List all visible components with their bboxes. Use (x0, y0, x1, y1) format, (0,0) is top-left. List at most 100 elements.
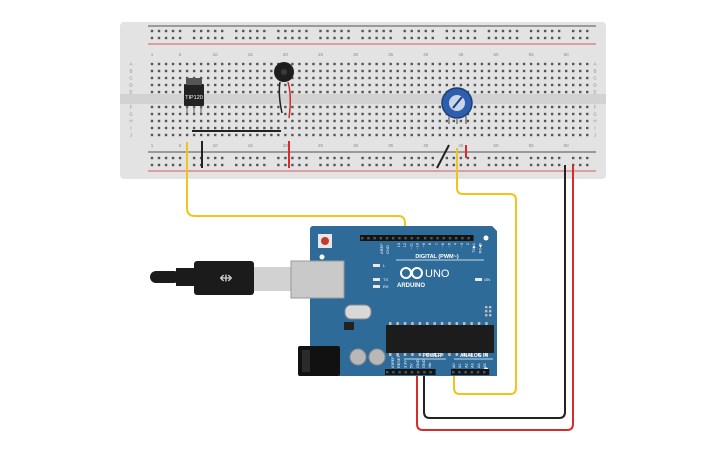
rail-hole[interactable] (213, 156, 217, 160)
breadboard-hole[interactable] (277, 126, 280, 130)
breadboard-hole[interactable] (424, 133, 427, 137)
breadboard-hole[interactable] (508, 126, 512, 130)
breadboard-hole[interactable] (438, 76, 442, 80)
breadboard-hole[interactable] (536, 126, 540, 130)
rail-hole[interactable] (452, 36, 456, 40)
breadboard-hole[interactable] (171, 90, 175, 94)
breadboard-hole[interactable] (522, 105, 526, 109)
rail-hole[interactable] (305, 163, 308, 167)
breadboard-hole[interactable] (389, 62, 392, 66)
breadboard-hole[interactable] (249, 112, 252, 116)
breadboard-hole[interactable] (375, 69, 378, 73)
breadboard-hole[interactable] (340, 112, 343, 116)
breadboard-hole[interactable] (354, 83, 357, 87)
breadboard-hole[interactable] (487, 62, 491, 66)
breadboard-hole[interactable] (298, 90, 301, 94)
breadboard-hole[interactable] (284, 112, 287, 116)
breadboard-hole[interactable] (305, 90, 308, 94)
breadboard-hole[interactable] (291, 133, 294, 137)
breadboard-hole[interactable] (319, 90, 322, 94)
breadboard-hole[interactable] (473, 105, 477, 109)
breadboard-hole[interactable] (459, 76, 463, 80)
rail-hole[interactable] (326, 163, 329, 167)
breadboard-hole[interactable] (277, 112, 280, 116)
rail-hole[interactable] (326, 29, 329, 33)
breadboard-hole[interactable] (586, 62, 589, 66)
breadboard-hole[interactable] (586, 105, 589, 109)
breadboard-hole[interactable] (206, 105, 210, 109)
power-header-pin[interactable] (404, 371, 407, 374)
rail-hole[interactable] (431, 156, 434, 160)
breadboard-hole[interactable] (333, 126, 336, 130)
breadboard-hole[interactable] (319, 112, 322, 116)
breadboard-hole[interactable] (550, 119, 554, 123)
breadboard-hole[interactable] (586, 69, 589, 73)
breadboard-hole[interactable] (263, 76, 266, 80)
breadboard-hole[interactable] (178, 126, 182, 130)
rail-hole[interactable] (333, 163, 336, 167)
breadboard-hole[interactable] (424, 69, 427, 73)
rail-hole[interactable] (178, 163, 182, 167)
analog-header-pin[interactable] (464, 371, 467, 374)
rail-hole[interactable] (389, 156, 392, 160)
rail-hole[interactable] (235, 36, 238, 40)
breadboard-hole[interactable] (466, 62, 470, 66)
breadboard-hole[interactable] (249, 62, 252, 66)
breadboard-hole[interactable] (305, 112, 308, 116)
digital-header-right-pin[interactable] (461, 237, 464, 240)
breadboard-hole[interactable] (396, 119, 399, 123)
power-header-pin[interactable] (417, 371, 420, 374)
breadboard-hole[interactable] (298, 133, 301, 137)
rail-hole[interactable] (340, 29, 343, 33)
rail-hole[interactable] (157, 29, 161, 33)
rail-hole[interactable] (515, 36, 519, 40)
breadboard-hole[interactable] (543, 119, 547, 123)
breadboard-hole[interactable] (235, 83, 238, 87)
breadboard-hole[interactable] (557, 105, 561, 109)
rail-hole[interactable] (178, 156, 182, 160)
breadboard-hole[interactable] (529, 119, 533, 123)
rail-hole[interactable] (291, 36, 294, 40)
breadboard-hole[interactable] (417, 126, 420, 130)
breadboard-hole[interactable] (206, 83, 210, 87)
breadboard-hole[interactable] (150, 119, 154, 123)
breadboard-hole[interactable] (368, 62, 371, 66)
rail-hole[interactable] (375, 163, 378, 167)
rail-hole[interactable] (242, 29, 245, 33)
breadboard-hole[interactable] (417, 62, 420, 66)
breadboard-hole[interactable] (347, 76, 350, 80)
breadboard-hole[interactable] (579, 76, 582, 80)
wire-red-5v[interactable] (416, 165, 574, 431)
breadboard-hole[interactable] (178, 90, 182, 94)
breadboard-hole[interactable] (572, 105, 575, 109)
breadboard-hole[interactable] (150, 133, 154, 137)
breadboard-hole[interactable] (375, 83, 378, 87)
breadboard-hole[interactable] (564, 133, 568, 137)
wire-black-gnd[interactable] (423, 165, 566, 419)
breadboard-hole[interactable] (213, 126, 217, 130)
breadboard-hole[interactable] (298, 112, 301, 116)
rail-hole[interactable] (284, 36, 287, 40)
breadboard-hole[interactable] (319, 83, 322, 87)
rail-hole[interactable] (382, 29, 385, 33)
rail-hole[interactable] (249, 29, 252, 33)
rail-hole[interactable] (466, 163, 470, 167)
breadboard-hole[interactable] (206, 76, 210, 80)
breadboard-hole[interactable] (199, 69, 203, 73)
breadboard-hole[interactable] (256, 112, 259, 116)
rail-hole[interactable] (473, 156, 477, 160)
breadboard-hole[interactable] (242, 105, 245, 109)
breadboard-hole[interactable] (171, 112, 175, 116)
breadboard-hole[interactable] (473, 133, 477, 137)
breadboard-hole[interactable] (150, 90, 154, 94)
breadboard-hole[interactable] (550, 90, 554, 94)
rail-hole[interactable] (459, 156, 463, 160)
rail-hole[interactable] (326, 156, 329, 160)
breadboard-hole[interactable] (361, 83, 364, 87)
breadboard-hole[interactable] (403, 83, 406, 87)
breadboard-hole[interactable] (312, 62, 315, 66)
breadboard-hole[interactable] (389, 83, 392, 87)
rail-hole[interactable] (529, 163, 533, 167)
breadboard-hole[interactable] (501, 90, 505, 94)
breadboard-hole[interactable] (550, 112, 554, 116)
